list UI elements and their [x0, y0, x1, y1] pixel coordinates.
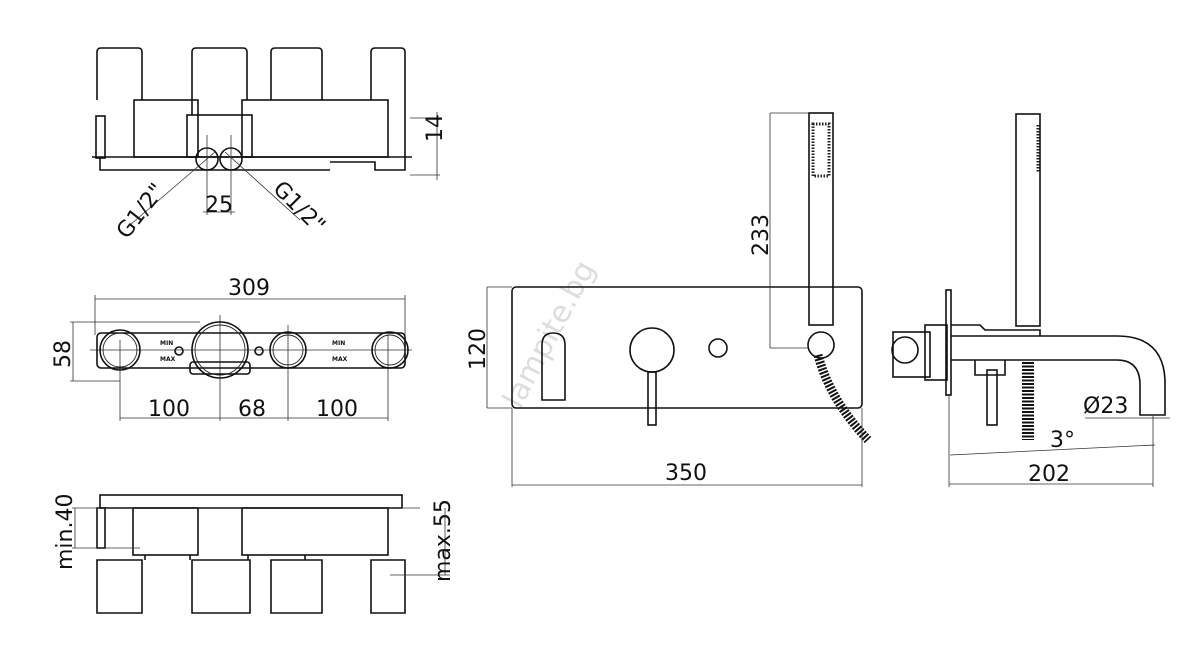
thread-right: G1/2": [268, 177, 330, 239]
label-min-1: MIN: [160, 340, 173, 347]
dim-width: 350: [665, 461, 707, 486]
dim-c: 100: [316, 397, 358, 422]
dim-height: 14: [423, 114, 448, 142]
dim-height: 120: [466, 328, 491, 370]
label-max-2: MAX: [332, 356, 348, 363]
dim-shower: 233: [749, 214, 774, 256]
dim-diameter: Ø23: [1083, 394, 1128, 419]
dim-total: 309: [228, 276, 270, 301]
dim-b: 68: [238, 397, 266, 422]
dim-angle: 3°: [1050, 428, 1075, 453]
label-max-1: MAX: [160, 356, 176, 363]
side-view: Ø23 3° 202: [891, 113, 1170, 487]
dim-projection: 202: [1028, 462, 1070, 487]
front-view: 120 350 233: [466, 112, 872, 487]
label-min-2: MIN: [332, 340, 345, 347]
bottom-view: min.40 max.55: [53, 494, 456, 614]
thread-left: G1/2": [112, 179, 170, 244]
dim-depth: 58: [51, 340, 76, 368]
plan-view: 309 58 100 68 100 MIN MAX MIN MAX: [51, 276, 412, 422]
dim-max: max.55: [431, 499, 456, 582]
dim-spacing: 25: [205, 193, 233, 218]
dim-a: 100: [148, 397, 190, 422]
dim-min: min.40: [53, 494, 78, 570]
top-view: 25 14 G1/2" G1/2": [92, 47, 448, 244]
